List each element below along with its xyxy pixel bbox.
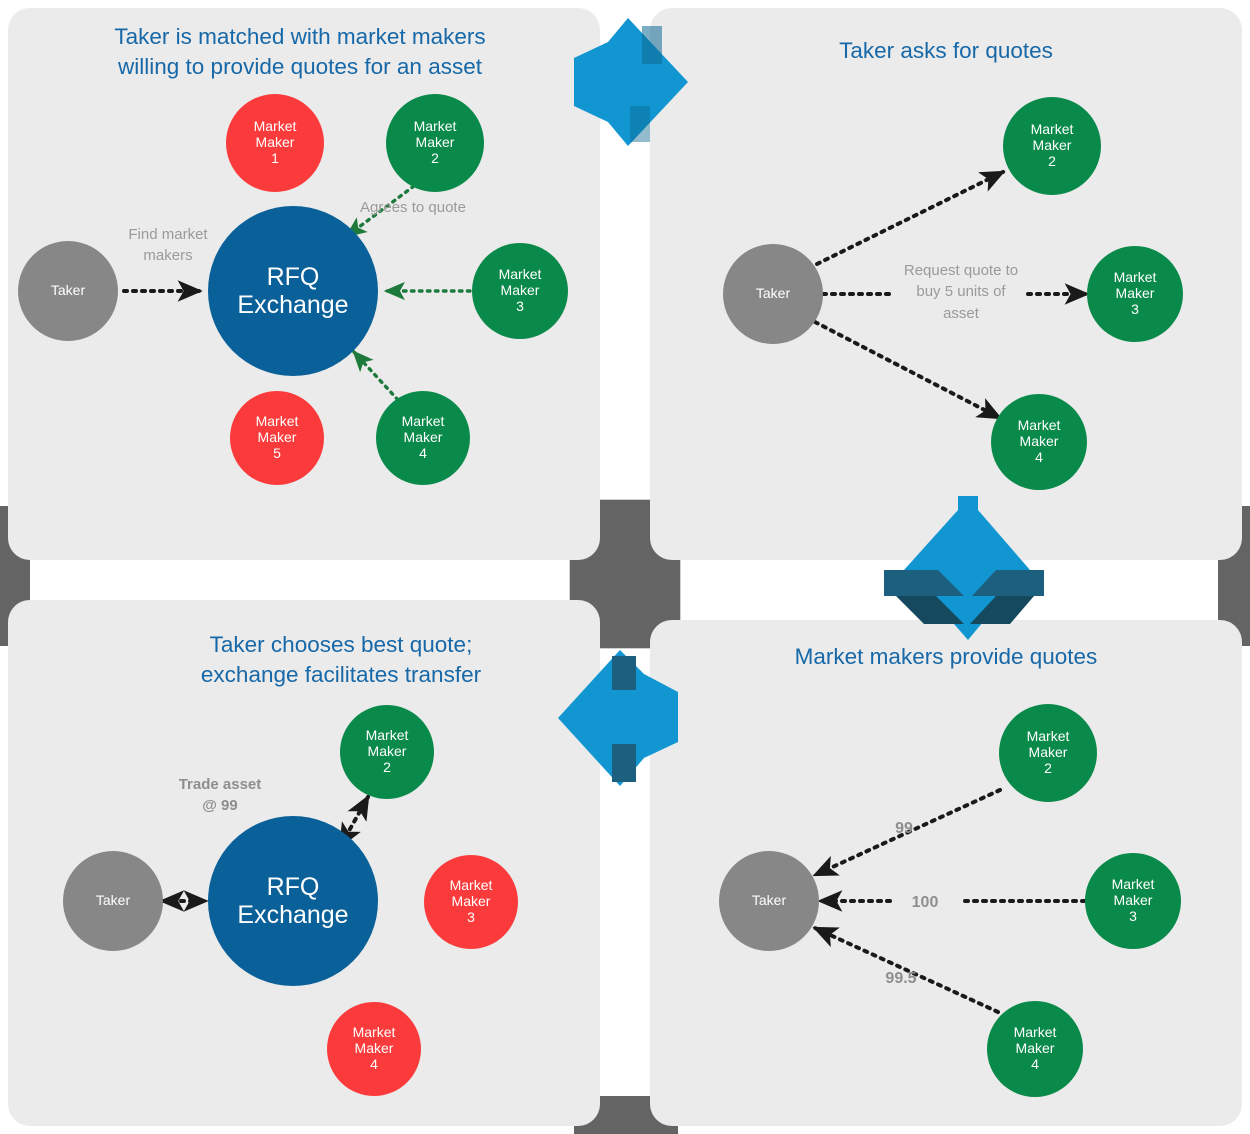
node-market-maker-3-step2[interactable]: Market Maker 3 (1087, 246, 1183, 342)
node-market-maker-2-step2[interactable]: Market Maker 2 (1003, 97, 1101, 195)
node-market-maker-4-step3[interactable]: Market Maker 4 (987, 1001, 1083, 1097)
panel-title-step-2: Taker asks for quotes (839, 38, 1053, 63)
panel-title-step-3: Market makers provide quotes (794, 644, 1098, 669)
node-market-maker-3-step4[interactable]: Market Maker 3 (424, 855, 518, 949)
edge-label-request-quote: Request quote to buy 5 units of asset (903, 262, 1019, 322)
edge-label-quote-99-5: 99.5 (885, 970, 917, 987)
node-market-maker-4-step1[interactable]: Market Maker 4 (376, 391, 470, 485)
panel-title-step-1: Taker is matched with market makers will… (114, 24, 486, 79)
node-market-maker-2-step4[interactable]: Market Maker 2 (340, 705, 434, 799)
node-market-maker-2-step1[interactable]: Market Maker 2 (386, 94, 484, 192)
node-taker-step2[interactable]: Taker (723, 244, 823, 344)
flow-arrow-left-bottom-icon (552, 646, 692, 792)
node-rfq-exchange-step4[interactable]: RFQ Exchange (208, 816, 378, 986)
node-taker-step3[interactable]: Taker (719, 851, 819, 951)
edge-label-find-market-makers: Find market makers (128, 226, 208, 265)
edge-label-quote-99: 99 (895, 820, 913, 837)
node-market-maker-4-step4[interactable]: Market Maker 4 (327, 1002, 421, 1096)
node-market-maker-3-step1[interactable]: Market Maker 3 (472, 243, 568, 339)
edge-label-agrees-to-quote: Agrees to quote (360, 199, 466, 216)
edge-label-quote-100: 100 (911, 894, 939, 911)
node-market-maker-2-step3[interactable]: Market Maker 2 (999, 704, 1097, 802)
panel-title-step-4: Taker chooses best quote; exchange facil… (200, 632, 482, 687)
node-market-maker-4-step2[interactable]: Market Maker 4 (991, 394, 1087, 490)
edge-label-trade-asset: Trade asset @ 99 (178, 776, 262, 815)
flow-arrow-down-right-icon (878, 496, 1058, 650)
node-market-maker-1-step1[interactable]: Market Maker 1 (226, 94, 324, 192)
node-market-maker-3-step3[interactable]: Market Maker 3 (1085, 853, 1181, 949)
node-taker-step1[interactable]: Taker (18, 241, 118, 341)
node-rfq-exchange-step1[interactable]: RFQ Exchange (208, 206, 378, 376)
flow-arrow-right-top-icon (564, 14, 694, 154)
node-taker-step4[interactable]: Taker (63, 851, 163, 951)
node-market-maker-5-step1[interactable]: Market Maker 5 (230, 391, 324, 485)
